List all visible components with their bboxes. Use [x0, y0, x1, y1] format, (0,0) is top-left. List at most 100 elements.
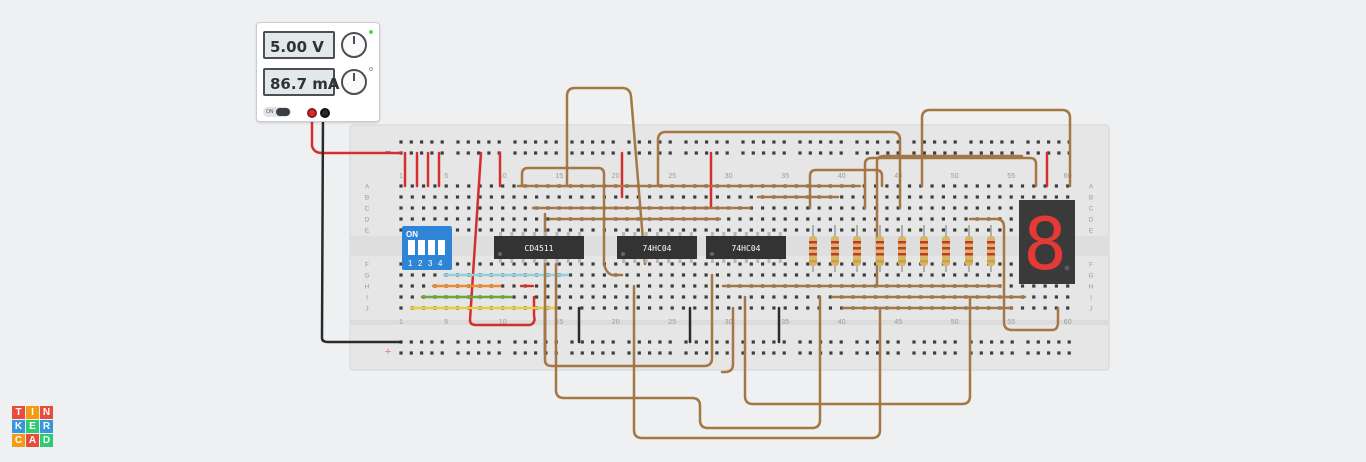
breadboard-hole[interactable]	[602, 273, 606, 277]
rail-hole[interactable]	[772, 340, 776, 344]
rail-hole[interactable]	[1057, 151, 1061, 155]
breadboard-hole[interactable]	[444, 206, 448, 210]
rail-hole[interactable]	[819, 140, 823, 144]
rail-hole[interactable]	[694, 151, 698, 155]
breadboard-hole[interactable]	[399, 195, 403, 199]
breadboard-hole[interactable]	[512, 217, 516, 221]
breadboard-hole[interactable]	[1009, 228, 1013, 232]
rail-hole[interactable]	[534, 351, 538, 355]
rail-hole[interactable]	[798, 151, 802, 155]
jumper-wire-brown[interactable]	[632, 284, 882, 440]
rail-hole[interactable]	[611, 340, 615, 344]
breadboard-hole[interactable]	[399, 262, 403, 266]
breadboard-hole[interactable]	[964, 217, 968, 221]
resistor[interactable]	[876, 225, 884, 272]
breadboard-hole[interactable]	[410, 206, 414, 210]
breadboard-hole[interactable]	[851, 217, 855, 221]
breadboard-hole[interactable]	[422, 184, 426, 188]
breadboard-hole[interactable]	[919, 273, 923, 277]
breadboard-hole[interactable]	[681, 295, 686, 299]
rail-hole[interactable]	[601, 351, 605, 355]
rail-hole[interactable]	[637, 340, 641, 344]
rail-hole[interactable]	[751, 140, 755, 144]
rail-hole[interactable]	[979, 151, 983, 155]
tinkercad-logo[interactable]: T I N K E R C A D	[12, 406, 53, 447]
breadboard-hole[interactable]	[953, 206, 957, 210]
breadboard-hole[interactable]	[919, 195, 923, 199]
rail-hole[interactable]	[684, 351, 688, 355]
rail-hole[interactable]	[798, 140, 802, 144]
breadboard-hole[interactable]	[455, 184, 460, 188]
jumper-wire-brown[interactable]	[554, 262, 822, 430]
resistor[interactable]	[965, 225, 973, 272]
breadboard-hole[interactable]	[987, 206, 991, 210]
rail-hole[interactable]	[953, 351, 957, 355]
breadboard-hole[interactable]	[489, 228, 493, 232]
voltage-knob[interactable]	[341, 32, 367, 58]
breadboard-hole[interactable]	[919, 206, 923, 210]
resistor[interactable]	[809, 225, 817, 272]
breadboard-hole[interactable]	[1043, 306, 1047, 310]
breadboard-hole[interactable]	[489, 195, 493, 199]
current-knob[interactable]	[341, 69, 367, 95]
breadboard-hole[interactable]	[489, 184, 493, 188]
breadboard-hole[interactable]	[557, 284, 561, 288]
rail-hole[interactable]	[979, 140, 983, 144]
breadboard-hole[interactable]	[783, 306, 787, 310]
breadboard-hole[interactable]	[704, 195, 708, 199]
breadboard-hole[interactable]	[489, 262, 493, 266]
rail-hole[interactable]	[1010, 351, 1014, 355]
rail-hole[interactable]	[953, 140, 957, 144]
rail-hole[interactable]	[554, 151, 558, 155]
breadboard-hole[interactable]	[489, 217, 493, 221]
rail-hole[interactable]	[798, 351, 802, 355]
breadboard-hole[interactable]	[693, 284, 697, 288]
breadboard-hole[interactable]	[1020, 306, 1025, 310]
rail-hole[interactable]	[943, 140, 947, 144]
rail-hole[interactable]	[591, 340, 595, 344]
breadboard-hole[interactable]	[693, 306, 697, 310]
breadboard-hole[interactable]	[987, 228, 991, 232]
breadboard-hole[interactable]	[749, 228, 753, 232]
breadboard-hole[interactable]	[625, 295, 629, 299]
breadboard-hole[interactable]	[749, 206, 753, 210]
resistors[interactable]	[809, 225, 995, 272]
breadboard-hole[interactable]	[1066, 284, 1070, 288]
breadboard-hole[interactable]	[761, 206, 765, 210]
breadboard-hole[interactable]	[693, 273, 697, 277]
breadboard-hole[interactable]	[794, 228, 799, 232]
rail-hole[interactable]	[839, 351, 843, 355]
rail-hole[interactable]	[513, 140, 517, 144]
rail-hole[interactable]	[487, 340, 491, 344]
resistor[interactable]	[853, 225, 861, 272]
rail-hole[interactable]	[943, 151, 947, 155]
breadboard-hole[interactable]	[975, 228, 979, 232]
breadboard-hole[interactable]	[557, 306, 561, 310]
breadboard-hole[interactable]	[523, 195, 527, 199]
breadboard-hole[interactable]	[580, 228, 584, 232]
breadboard-hole[interactable]	[410, 284, 414, 288]
rail-hole[interactable]	[1067, 340, 1071, 344]
breadboard-hole[interactable]	[670, 195, 674, 199]
rail-hole[interactable]	[705, 351, 709, 355]
rail-hole[interactable]	[399, 351, 403, 355]
breadboard-hole[interactable]	[964, 273, 968, 277]
breadboard-hole[interactable]	[1032, 195, 1036, 199]
breadboard-hole[interactable]	[602, 284, 606, 288]
rail-hole[interactable]	[943, 340, 947, 344]
rail-hole[interactable]	[513, 151, 517, 155]
breadboard-hole[interactable]	[614, 195, 618, 199]
breadboard-hole[interactable]	[614, 295, 618, 299]
breadboard-hole[interactable]	[896, 184, 900, 188]
breadboard-hole[interactable]	[1054, 306, 1058, 310]
rail-hole[interactable]	[896, 340, 900, 344]
breadboard-hole[interactable]	[817, 273, 821, 277]
breadboard-hole[interactable]	[998, 184, 1002, 188]
rail-hole[interactable]	[912, 151, 916, 155]
breadboard-hole[interactable]	[828, 217, 832, 221]
rail-hole[interactable]	[886, 340, 890, 344]
breadboard-hole[interactable]	[704, 295, 708, 299]
rail-hole[interactable]	[544, 140, 548, 144]
breadboard-hole[interactable]	[1009, 262, 1013, 266]
breadboard-hole[interactable]	[772, 273, 776, 277]
